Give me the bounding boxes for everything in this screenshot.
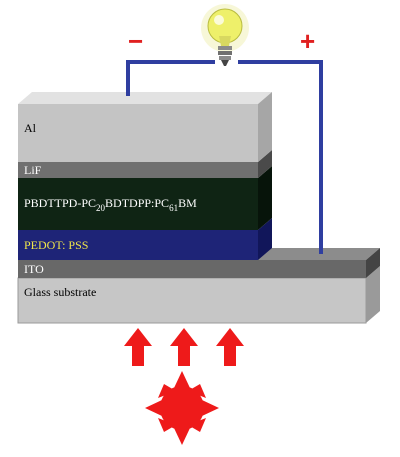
active-layer-label: PBDTTPD-PC20BDTDPP:PC61BM (24, 196, 197, 213)
layer-lif: LiF (18, 150, 272, 178)
layer-pedot-pss: PEDOT: PSS (18, 218, 272, 260)
sun-icon (145, 371, 219, 445)
ito-label: ITO (24, 262, 44, 276)
al-label: Al (24, 121, 37, 135)
up-arrow-icon (124, 328, 152, 366)
up-arrow-icon (216, 328, 244, 366)
up-arrow-icon (170, 328, 198, 366)
glass-label: Glass substrate (24, 285, 96, 299)
layer-al: Al (18, 92, 272, 162)
positive-sign: + (300, 26, 315, 56)
layer-active: PBDTTPD-PC20BDTDPP:PC61BM (18, 166, 272, 230)
positive-wire (238, 60, 323, 254)
pedot-label: PEDOT: PSS (24, 238, 88, 252)
light-bulb-icon (201, 4, 249, 66)
lif-label: LiF (24, 163, 42, 177)
negative-sign: − (128, 26, 143, 56)
negative-wire (126, 60, 215, 96)
